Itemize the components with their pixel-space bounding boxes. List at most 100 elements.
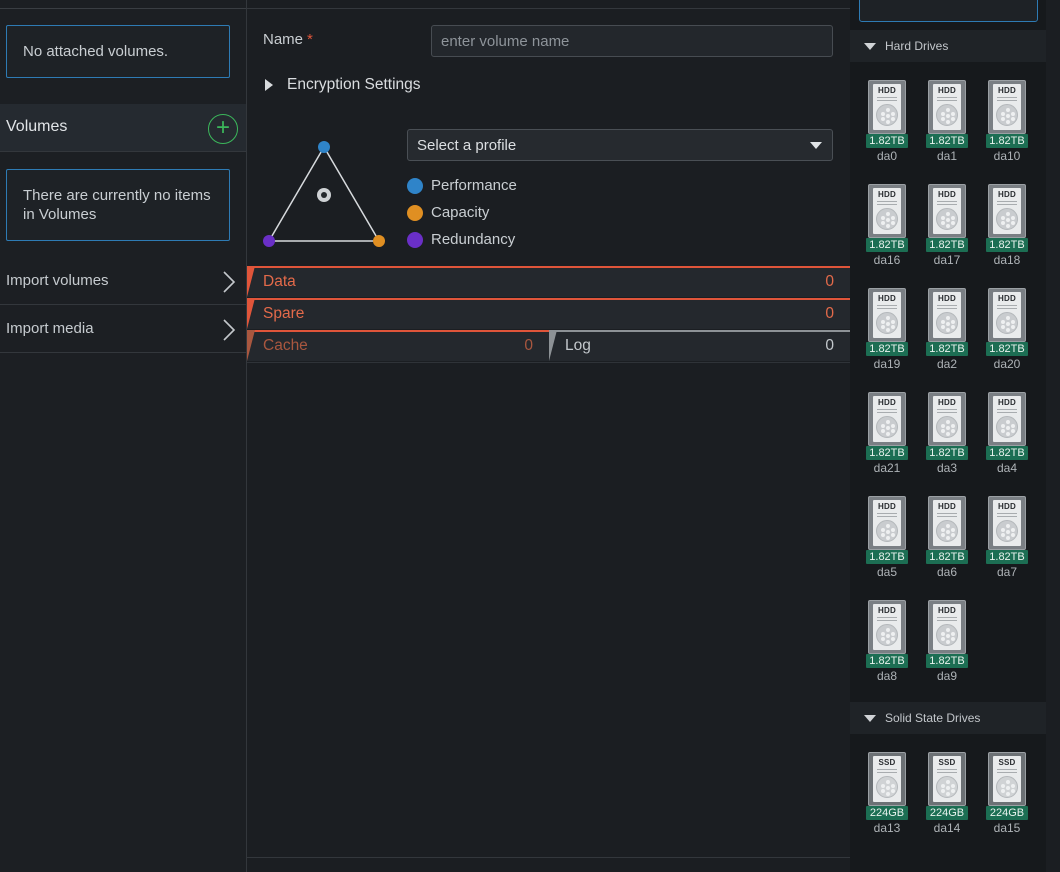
vdev-cache-dropzone[interactable]: Cache 0 <box>247 330 549 361</box>
disk-label-plate: SSD <box>933 756 961 802</box>
scrollbar-track[interactable] <box>1046 0 1060 872</box>
import-media-link[interactable]: Import media <box>0 305 246 353</box>
disk-drive-icon: HDD <box>988 184 1026 238</box>
disk-kind-label: HDD <box>878 398 896 407</box>
disk-size-badge: 1.82TB <box>986 134 1028 148</box>
disk-label-plate: HDD <box>933 396 961 442</box>
disk-platter-icon <box>936 104 958 126</box>
disk-label-lines <box>997 409 1017 413</box>
volume-editor: Name* Encryption Settings Select a profi… <box>247 0 850 872</box>
empty-volumes-message: There are currently no items in Volumes <box>6 169 230 241</box>
disk-drive-icon: SSD <box>928 752 966 806</box>
disk-platter-icon <box>876 624 898 646</box>
disk-size-badge: 224GB <box>926 806 968 820</box>
disk-platter-icon <box>996 104 1018 126</box>
disk-label-plate: HDD <box>993 396 1021 442</box>
disk-label-lines <box>877 97 897 101</box>
disk-kind-label: HDD <box>998 86 1016 95</box>
vdev-log-label: Log <box>565 337 591 354</box>
disk-platter-icon <box>936 776 958 798</box>
disk-kind-label: HDD <box>998 398 1016 407</box>
hard-drives-title: Hard Drives <box>885 39 949 53</box>
disk-label-lines <box>997 305 1017 309</box>
disk-name: da16 <box>873 253 901 267</box>
disk-label-lines <box>937 409 957 413</box>
disk-platter-icon <box>996 208 1018 230</box>
disk-drive-icon: HDD <box>868 80 906 134</box>
volume-name-input[interactable] <box>431 25 833 57</box>
disk-kind-label: HDD <box>938 190 956 199</box>
disk-name: da14 <box>933 821 961 835</box>
disk-label-plate: HDD <box>873 500 901 546</box>
disk-kind-label: HDD <box>878 190 896 199</box>
disk-name: da18 <box>993 253 1021 267</box>
disk-platter-icon <box>876 416 898 438</box>
disk-platter-icon <box>876 776 898 798</box>
disk-drive-icon: HDD <box>988 80 1026 134</box>
vdev-spare-dropzone[interactable]: Spare 0 <box>247 298 850 329</box>
add-volume-button[interactable]: + <box>208 114 238 144</box>
disk-label-lines <box>937 97 957 101</box>
disk-platter-icon <box>996 416 1018 438</box>
panel-action-button[interactable] <box>859 0 1038 22</box>
disk-platter-icon <box>936 208 958 230</box>
profile-triangle-chart[interactable] <box>261 138 391 248</box>
disk-label-lines <box>877 769 897 773</box>
disk-size-badge: 1.82TB <box>926 342 968 356</box>
disk-name: da21 <box>873 461 901 475</box>
disk-label-plate: HDD <box>993 292 1021 338</box>
disk-label-plate: HDD <box>933 292 961 338</box>
disk-drive-icon: SSD <box>988 752 1026 806</box>
disk-size-badge: 1.82TB <box>866 550 908 564</box>
legend-performance-label: Performance <box>431 177 517 194</box>
disk-label-lines <box>997 201 1017 205</box>
disk-name: da20 <box>993 357 1021 371</box>
capacity-vertex <box>373 235 385 247</box>
import-volumes-link[interactable]: Import volumes <box>0 257 246 305</box>
disk-name: da2 <box>936 357 958 371</box>
legend-redundancy-label: Redundancy <box>431 231 516 248</box>
profile-select[interactable]: Select a profile <box>407 129 833 161</box>
vdev-spare-count: 0 <box>825 305 834 322</box>
encryption-settings-toggle[interactable]: Encryption Settings <box>265 76 421 94</box>
disk-label-plate: HDD <box>933 500 961 546</box>
disk-label-plate: HDD <box>873 604 901 650</box>
disk-label-lines <box>937 617 957 621</box>
disk-label-plate: SSD <box>993 756 1021 802</box>
hard-drives-section-toggle[interactable]: Hard Drives <box>850 30 1046 62</box>
disk-platter-icon <box>936 624 958 646</box>
chevron-right-icon <box>223 271 236 293</box>
vdev-data-dropzone[interactable]: Data 0 <box>247 266 850 297</box>
redundancy-dot-icon <box>407 231 423 248</box>
disk-size-badge: 1.82TB <box>926 134 968 148</box>
disk-label-lines <box>997 769 1017 773</box>
name-label: Name* <box>263 31 313 48</box>
disk-platter-icon <box>876 520 898 542</box>
volumes-header: Volumes <box>0 104 246 152</box>
disk-name: da6 <box>936 565 958 579</box>
disk-drive-icon: HDD <box>868 392 906 446</box>
vdev-log-dropzone[interactable]: Log 0 <box>549 330 850 361</box>
solid-state-drives-section-toggle[interactable]: Solid State Drives <box>850 702 1046 734</box>
disk-platter-icon <box>996 776 1018 798</box>
